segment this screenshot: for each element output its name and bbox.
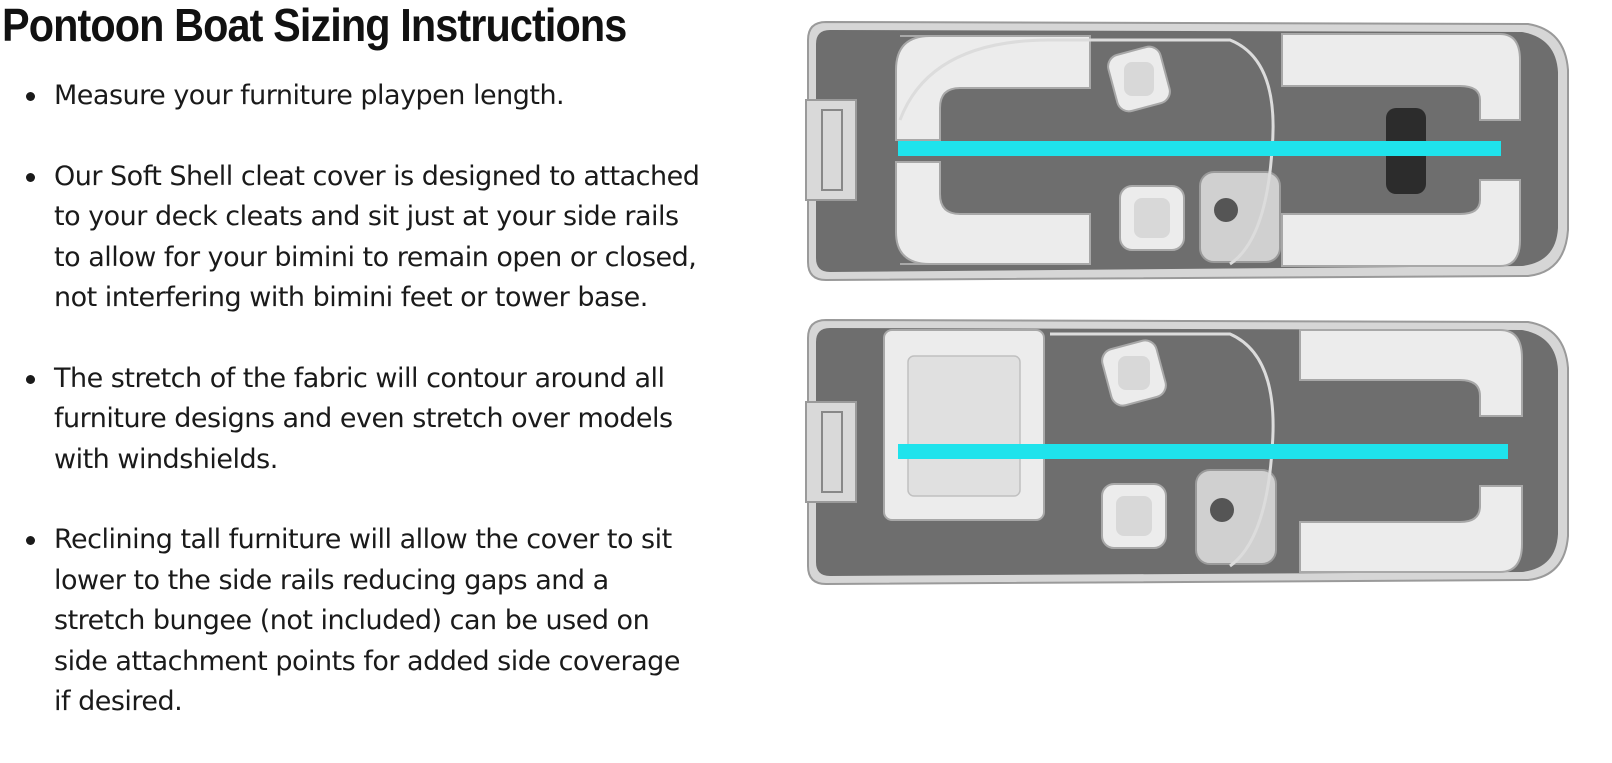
instruction-item: Measure your furniture playpen length. — [20, 76, 700, 117]
ladder-icon — [805, 99, 857, 201]
ladder-icon — [805, 401, 857, 503]
seating — [1281, 33, 1521, 121]
helm-console — [1195, 469, 1277, 565]
instruction-item: Our Soft Shell cleat cover is designed t… — [20, 157, 700, 319]
page-title: Pontoon Boat Sizing Instructions — [2, 0, 627, 51]
instruction-text: Our Soft Shell cleat cover is designed t… — [54, 160, 700, 314]
instruction-item: The stretch of the fabric will contour a… — [20, 359, 700, 481]
seating — [1299, 485, 1523, 573]
seating — [895, 35, 1091, 141]
measure-line — [898, 141, 1501, 156]
helm-seat — [1119, 185, 1185, 251]
instruction-text: Measure your furniture playpen length. — [54, 80, 565, 111]
captain-chair — [1107, 45, 1171, 113]
seating — [907, 355, 1021, 497]
bullet-icon — [26, 536, 35, 545]
instruction-item: Reclining tall furniture will allow the … — [20, 520, 700, 723]
helm-seat — [1101, 483, 1167, 549]
captain-chair — [1101, 339, 1167, 407]
instruction-text: The stretch of the fabric will contour a… — [54, 362, 673, 475]
bullet-icon — [26, 374, 35, 384]
instruction-list: Measure your furniture playpen length. O… — [20, 76, 700, 763]
pontoon-layout-2-diagram — [805, 318, 1569, 586]
bullet-icon — [26, 172, 35, 182]
measure-line — [898, 444, 1508, 459]
instruction-text: Reclining tall furniture will allow the … — [54, 524, 680, 717]
bullet-icon — [26, 92, 35, 101]
seating — [1299, 329, 1523, 417]
seating — [1281, 179, 1521, 267]
seating — [895, 161, 1091, 265]
helm-console — [1199, 171, 1281, 263]
bimini-frame — [898, 38, 1275, 266]
pontoon-layout-1-diagram — [805, 20, 1569, 282]
